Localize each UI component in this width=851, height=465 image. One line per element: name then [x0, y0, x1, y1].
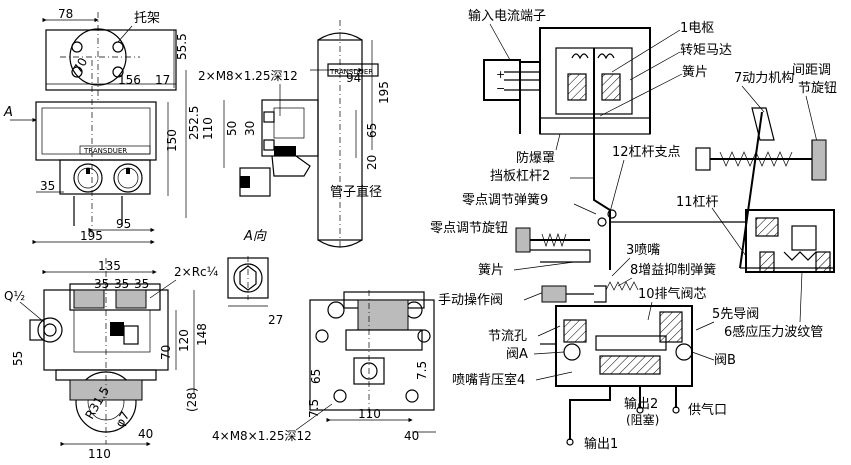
label-explosion-cover: 防爆罩 [516, 150, 555, 166]
dim-7-5-left: 7.5 [307, 399, 321, 418]
brand-text: TRANSDUER [83, 147, 127, 155]
dim-252-5: 252.5 [187, 106, 201, 140]
dim-148: 148 [195, 323, 209, 346]
dim-28: (28) [185, 387, 199, 412]
dim-110-rear: 110 [358, 407, 381, 421]
dim-195: 195 [80, 229, 103, 243]
label-output2: 输出2 [624, 396, 658, 412]
label-input-terminal: 输入电流端子 [468, 8, 546, 24]
dim-120: 120 [177, 329, 191, 352]
explosion-cover [539, 27, 651, 134]
gauge-left [73, 163, 103, 193]
front-view: TRANSDUER 78 托架 70 55.5 156 17 252.5 150… [3, 7, 201, 245]
dim-70: 70 [159, 345, 173, 360]
top-view: 135 35 35 35 2×Rc¼ Q½ 55 70 120 148 (28)… [4, 258, 219, 461]
label-manual-valve: 手动操作阀 [438, 292, 503, 308]
gauge-right [113, 163, 143, 193]
dim-27: 27 [268, 313, 283, 327]
dim-35-a: 35 [94, 277, 109, 291]
label-pipe-diameter: 管子直径 [330, 185, 382, 200]
label-lever-pivot: 12杠杆支点 [612, 144, 681, 160]
dim-7-5-right: 7.5 [415, 361, 429, 380]
label-supply: 供气口 [688, 402, 727, 418]
dim-156: 156 [118, 73, 141, 87]
dim-thread-side: 2×M8×1.25深12 [198, 69, 298, 83]
brand-plate [79, 145, 151, 155]
label-back-pressure: 喷嘴背压室4 [452, 372, 525, 388]
label-view-a: A向 [243, 229, 267, 244]
view-a-detail: A向 27 [227, 229, 283, 327]
dim-phi7: φ7 [112, 409, 132, 429]
dim-40-rear: 40 [404, 429, 419, 443]
label-power-mechanism: 7动力机构 [734, 71, 794, 86]
valve-block [555, 305, 693, 387]
label-nozzle: 3喷嘴 [626, 243, 660, 258]
dim-95: 95 [116, 217, 131, 231]
dim-20: 20 [365, 155, 379, 170]
dim-30: 30 [243, 121, 257, 136]
label-zero-spring: 零点调节弹簧9 [462, 192, 548, 208]
label-span-knob-2: 节旋钮 [798, 81, 837, 96]
dim-195-side: 195 [377, 81, 391, 104]
dim-rc: 2×Rc¼ [174, 265, 219, 279]
label-span-knob-1: 间距调 [792, 63, 831, 78]
schematic: + − 输入电流端子 1电枢 转矩马达 簧片 防爆罩 12杠杆支点 挡板杠杆2 … [430, 8, 837, 452]
label-baffle-lever: 挡板杠杆2 [490, 168, 550, 184]
dim-17: 17 [155, 73, 170, 87]
dim-35-b: 35 [114, 277, 129, 291]
svg-text:+: + [496, 68, 505, 81]
dim-50: 50 [225, 121, 239, 136]
dim-110: 110 [201, 117, 215, 140]
label-pilot-valve: 5先导阀 [712, 307, 759, 322]
rear-view: 65 7.5 7.5 110 40 4×M8×1.25深12 [212, 290, 436, 443]
dim-135: 135 [98, 259, 121, 273]
label-bracket: 托架 [134, 11, 160, 26]
label-lever11: 11杠杆 [676, 194, 719, 210]
dim-thread-rear: 4×M8×1.25深12 [212, 429, 312, 443]
dim-78: 78 [58, 7, 73, 21]
dim-65-rear: 65 [309, 369, 323, 384]
label-valve-a: 阀A [506, 347, 528, 362]
label-valve-b: 阀B [714, 353, 736, 368]
dim-q12: Q½ [4, 289, 25, 303]
side-view: TRANSDUER 2×M8×1.25深12 94 195 110 50 30 … [198, 20, 391, 250]
label-bellows: 6感应压力波纹管 [724, 324, 823, 340]
dim-40: 40 [138, 427, 153, 441]
dim-94: 94 [346, 71, 361, 85]
label-torque-motor: 转矩马达 [680, 43, 732, 58]
label-output1: 输出1 [584, 436, 618, 452]
dim-phi70: 70 [70, 55, 90, 75]
dim-55-5: 55.5 [175, 33, 189, 60]
dim-110-b: 110 [88, 447, 111, 461]
label-reed-mid: 簧片 [478, 262, 504, 278]
label-output2-note: (阻塞) [626, 412, 659, 427]
dim-35-front: 35 [40, 179, 55, 193]
dim-65: 65 [365, 123, 379, 138]
bracket-plate [45, 29, 177, 91]
svg-text:−: − [496, 82, 505, 95]
dim-150: 150 [165, 129, 179, 152]
svg-text:TRANSDUER: TRANSDUER [329, 68, 373, 76]
label-exhaust-core: 10排气阀芯 [638, 286, 707, 302]
label-gain-spring: 8增益抑制弹簧 [630, 262, 716, 278]
dim-55: 55 [11, 351, 25, 366]
label-zero-knob: 零点调节旋钮 [430, 221, 508, 236]
label-orifice: 节流孔 [488, 329, 527, 344]
view-a-marker: A [3, 105, 13, 120]
label-armature: 1电枢 [680, 21, 714, 36]
label-reed-top: 簧片 [682, 64, 708, 80]
dim-35-c: 35 [134, 277, 149, 291]
